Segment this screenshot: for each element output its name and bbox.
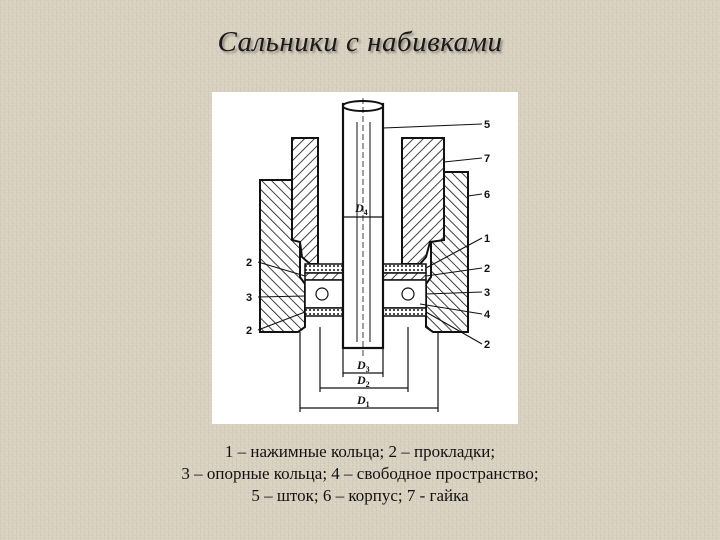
- caption-line-3: 5 – шток; 6 – корпус; 7 - гайка: [251, 486, 469, 505]
- callout-7: 7: [484, 153, 490, 165]
- callout-2-right-bottom: 2: [484, 339, 490, 351]
- dimension-d2: D2: [356, 373, 370, 389]
- callout-3-right: 3: [484, 287, 490, 299]
- callout-2-left-bottom: 2: [246, 325, 252, 337]
- dimension-d3: D3: [356, 358, 370, 374]
- callout-6: 6: [484, 189, 490, 201]
- caption-line-2: 3 – опорные кольца; 4 – свободное простр…: [181, 464, 539, 483]
- figure-caption: 1 – нажимные кольца; 2 – прокладки; 3 – …: [0, 441, 720, 507]
- dimension-d4: D4: [354, 201, 368, 217]
- callout-4: 4: [484, 309, 491, 321]
- packing-rings-left: [304, 263, 346, 317]
- packing-rings-right: [381, 263, 427, 317]
- dimension-d1: D1: [356, 393, 370, 409]
- caption-line-1: 1 – нажимные кольца; 2 – прокладки;: [224, 442, 496, 461]
- slide-title: Сальники с набивками: [217, 26, 503, 58]
- gland-packing-diagram: 5 7 6 1 2 3 4 2 2 3 2 D4 D3 D2 D1: [212, 92, 518, 424]
- gland-nut: [291, 137, 445, 265]
- callout-2-left-top: 2: [246, 257, 252, 269]
- dimension-lines: [299, 216, 439, 412]
- callout-2-right-top: 2: [484, 263, 490, 275]
- callout-1: 1: [484, 233, 490, 245]
- leader-lines: [257, 123, 483, 345]
- stem: [341, 98, 385, 357]
- callout-5: 5: [484, 119, 490, 131]
- callout-3-left: 3: [246, 292, 252, 304]
